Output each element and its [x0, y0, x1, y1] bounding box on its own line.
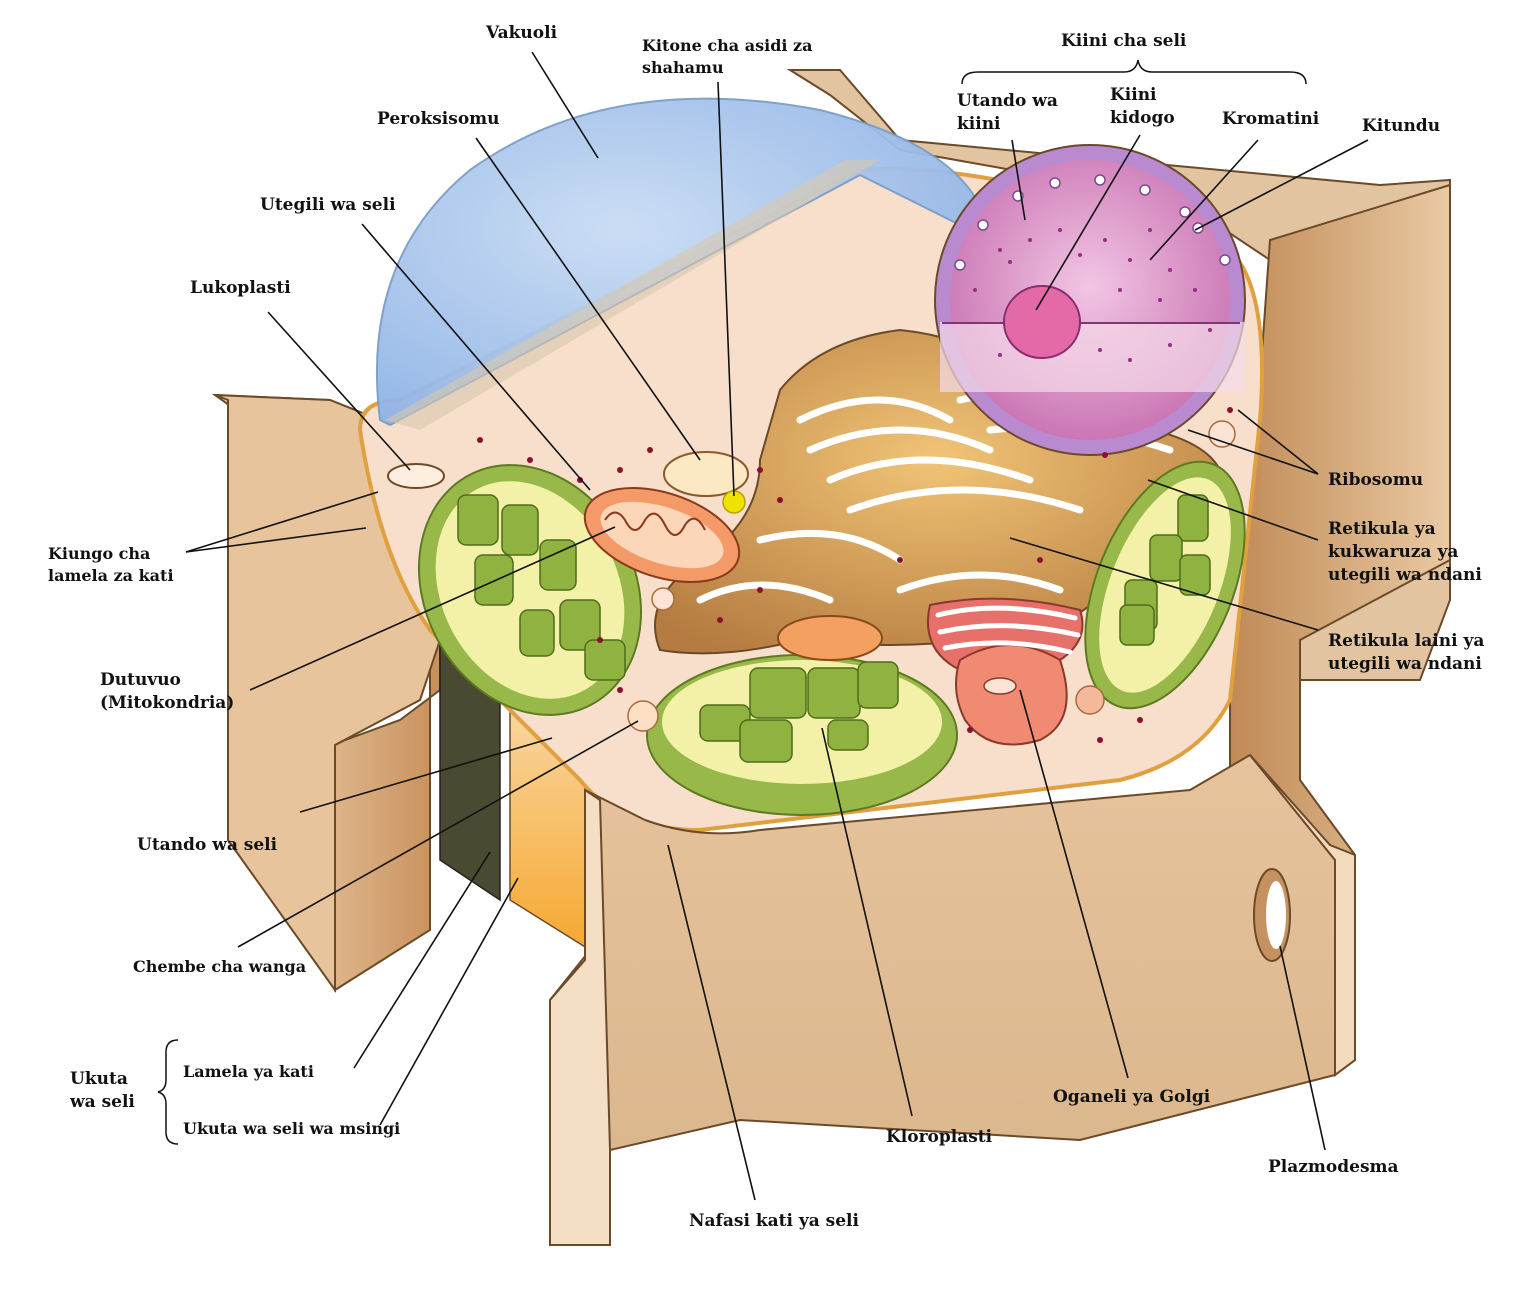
leader-kitone [717, 81, 735, 497]
nucleus-group-brace [961, 59, 1307, 85]
leader-lines [185, 51, 1369, 1201]
thylakoid-stacks-left [457, 494, 626, 681]
leader-plazmodesma [1279, 945, 1326, 1151]
golgi-apparatus [927, 597, 1084, 746]
label-dutuvuo: Dutuvuo (Mitokondria) [100, 670, 235, 713]
leader-kitundu [1194, 139, 1369, 231]
label-kitone-cha-asidi-za-shahamu: Kitone cha asidi za shahamu [642, 36, 813, 77]
label-lukoplasti: Lukoplasti [190, 278, 291, 298]
leader-utando-seli [299, 737, 553, 813]
label-kitundu: Kitundu [1362, 116, 1441, 136]
ribosomes [477, 407, 1233, 743]
plasmodesma-opening [1266, 881, 1286, 949]
leader-peroksisomu [475, 137, 701, 461]
leader-dutuvuo [249, 526, 616, 691]
label-retikula-ya-kukwaruza: Retikula ya kukwaruza ya utegili wa ndan… [1328, 519, 1482, 585]
leader-golgi [1019, 689, 1129, 1079]
leader-retikula-laini [1009, 537, 1319, 631]
vesicle-a [651, 587, 675, 611]
label-ribosomu: Ribosomu [1328, 470, 1424, 490]
smooth-er [777, 615, 883, 661]
nuclear-pores [954, 174, 1231, 271]
label-lamela-ya-kati: Lamela ya kati [183, 1062, 314, 1081]
leader-lamela [353, 851, 491, 1069]
label-vakuoli: Vakuoli [486, 23, 558, 43]
front-wall [549, 753, 1336, 1247]
thylakoid-stacks-bottom [699, 661, 899, 763]
leader-chembe [237, 720, 639, 948]
leader-vakuoli [531, 51, 599, 159]
label-utegili-wa-seli: Utegili wa seli [260, 195, 396, 215]
mitochondrion [583, 487, 741, 583]
label-kromatini: Kromatini [1222, 109, 1320, 129]
leucoplast [387, 463, 445, 489]
vacuole-band [385, 160, 880, 430]
leader-lukoplasti [267, 311, 411, 471]
right-wall-edge [1249, 754, 1356, 1077]
cell-wall-group-brace [157, 1039, 179, 1145]
leader-kromatini [1149, 139, 1259, 261]
vesicle-c [1075, 685, 1105, 715]
label-kloroplasti: Kloroplasti [886, 1127, 993, 1147]
nucleus [934, 144, 1246, 456]
label-oganeli-ya-golgi: Oganeli ya Golgi [1053, 1087, 1211, 1107]
leader-retikula-kukwaruza [1147, 479, 1319, 541]
label-utando-wa-seli: Utando wa seli [137, 835, 278, 855]
leader-kiini-kidogo [1035, 134, 1141, 311]
label-nafasi-kati-ya-seli: Nafasi kati ya seli [689, 1211, 859, 1231]
label-retikula-laini: Retikula laini ya utegili wa ndani [1328, 631, 1485, 674]
label-kiungo-cha-lamela-za-kati: Kiungo cha lamela za kati [48, 544, 174, 585]
label-plazmodesma: Plazmodesma [1268, 1157, 1399, 1177]
leader-ukuta-msingi [379, 877, 519, 1126]
label-kiini-cha-seli: Kiini cha seli [1061, 31, 1187, 51]
label-kiini-kidogo: Kiini kidogo [1110, 85, 1175, 128]
peroxisome [663, 451, 749, 497]
starch-grain [627, 700, 659, 732]
leader-ribosomu-b [1187, 429, 1319, 475]
leader-utegili [361, 223, 591, 491]
vesicle-b [1208, 420, 1236, 448]
label-chembe-cha-wanga: Chembe cha wanga [133, 957, 307, 976]
leader-kloroplasti [821, 727, 913, 1117]
leader-nafasi [667, 844, 756, 1201]
chromatin [973, 228, 1212, 362]
leader-kiungo-a [185, 491, 379, 553]
front-wall-edge [549, 788, 611, 1246]
thylakoid-stacks-right [1119, 494, 1211, 646]
label-ukuta-wa-seli-wa-msingi: Ukuta wa seli wa msingi [183, 1119, 401, 1138]
label-peroksisomu: Peroksisomu [377, 109, 500, 129]
leader-kiungo-b [185, 527, 367, 553]
label-utando-wa-kiini: Utando wa kiini [957, 91, 1058, 134]
leader-ribosomu-a [1237, 409, 1319, 475]
leader-utando-kiini [1011, 139, 1026, 221]
label-ukuta-wa-seli: Ukuta wa seli [70, 1069, 135, 1112]
